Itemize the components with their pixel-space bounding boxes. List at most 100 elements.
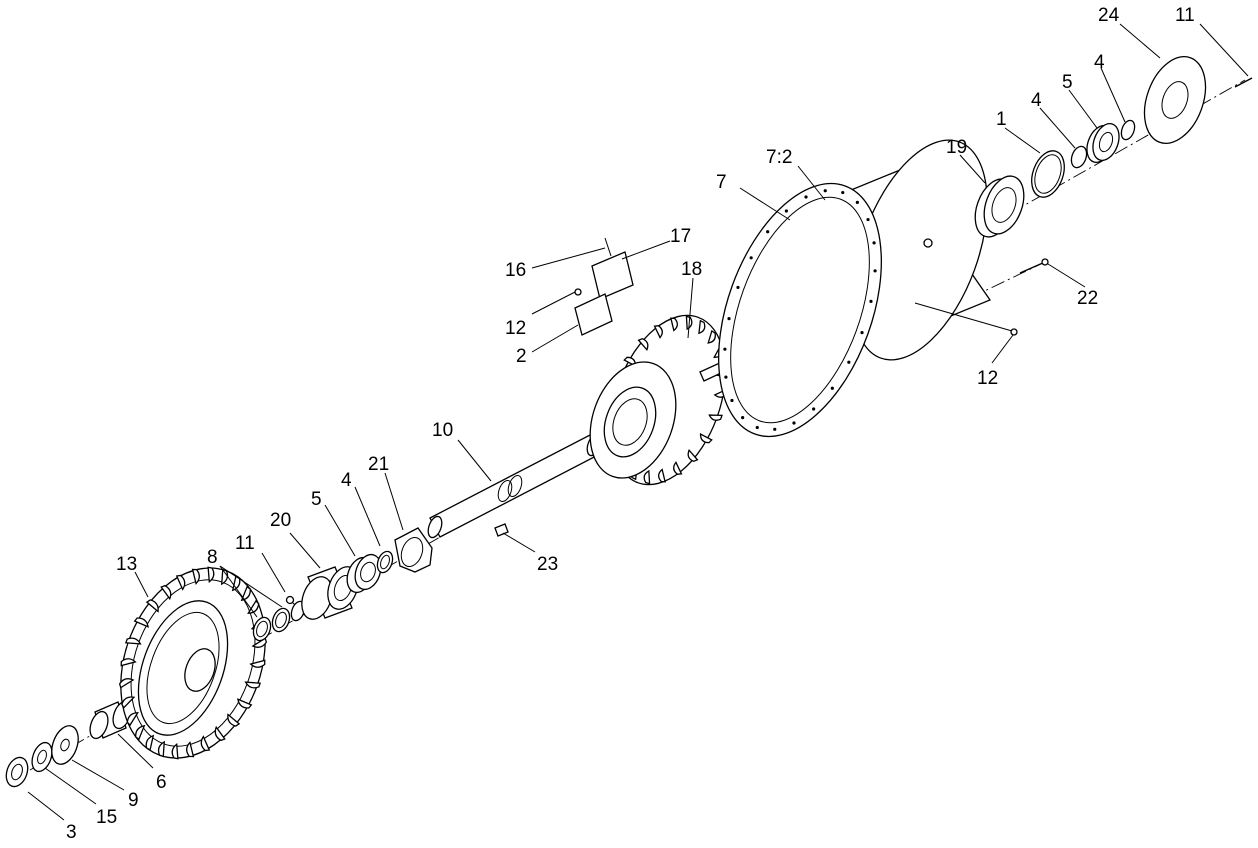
bolt-hole bbox=[730, 398, 734, 403]
blade bbox=[120, 658, 137, 667]
blade bbox=[673, 461, 683, 475]
bolt-hole bbox=[872, 241, 876, 245]
part-5-bearing-rear bbox=[1086, 123, 1120, 163]
blade bbox=[175, 574, 186, 591]
bolt-hole bbox=[749, 256, 753, 260]
bolt-hole bbox=[804, 195, 808, 199]
blade bbox=[707, 329, 716, 344]
part-5-bearing-front bbox=[346, 553, 382, 594]
part-13-fan-wheel bbox=[118, 566, 268, 760]
callout-23: 23 bbox=[537, 554, 558, 575]
blade bbox=[171, 742, 179, 760]
part-21-retaining-plate bbox=[394, 527, 433, 573]
part-24-end-plate bbox=[1143, 55, 1207, 145]
blade bbox=[160, 584, 172, 601]
blade bbox=[200, 735, 211, 752]
bolt-hole bbox=[830, 386, 834, 390]
callout-1: 1 bbox=[996, 109, 1007, 130]
bolt-hole bbox=[855, 200, 859, 204]
part-2-plate bbox=[574, 293, 613, 336]
bolt-hole bbox=[766, 230, 770, 234]
part-10-shaft bbox=[427, 433, 602, 539]
blade bbox=[244, 681, 262, 689]
bolt-hole bbox=[841, 190, 845, 195]
part-23-key bbox=[494, 523, 509, 537]
part-15-washer bbox=[31, 741, 53, 773]
blade bbox=[118, 678, 135, 689]
blade bbox=[653, 325, 663, 339]
bolt-hole bbox=[741, 416, 745, 420]
bolt-hole bbox=[869, 299, 873, 304]
callout-6: 6 bbox=[156, 772, 167, 793]
bolt-hole bbox=[724, 375, 728, 379]
bolt-hole bbox=[847, 360, 851, 364]
part-12-screw-right bbox=[914, 302, 1018, 336]
callout-18: 18 bbox=[681, 259, 702, 280]
bolt-hole bbox=[736, 285, 740, 290]
blade bbox=[135, 724, 146, 741]
callout-15: 15 bbox=[96, 807, 117, 828]
callout-7-2: 7:2 bbox=[766, 147, 792, 168]
blade bbox=[237, 698, 253, 709]
bolt-hole bbox=[823, 189, 827, 193]
callout-19: 19 bbox=[946, 137, 967, 158]
part-4-snap-ring-rear bbox=[1120, 119, 1136, 141]
blade bbox=[699, 432, 713, 444]
blade bbox=[133, 617, 149, 628]
blade bbox=[251, 637, 268, 648]
leader-lines bbox=[27, 23, 1249, 821]
blade bbox=[698, 319, 706, 335]
callout-11-rear: 11 bbox=[1175, 5, 1195, 26]
blade bbox=[637, 337, 649, 351]
bolt-hole bbox=[727, 316, 731, 321]
blade bbox=[687, 449, 699, 463]
blade bbox=[157, 740, 166, 758]
blade bbox=[249, 659, 266, 668]
callout-4-rear: 4 bbox=[1094, 52, 1105, 73]
callout-2: 2 bbox=[516, 346, 527, 367]
blade bbox=[643, 469, 651, 485]
callout-13: 13 bbox=[116, 554, 137, 575]
bolt-hole bbox=[755, 425, 759, 430]
callout-3: 3 bbox=[66, 822, 77, 843]
bolt-hole bbox=[812, 407, 816, 411]
blade bbox=[126, 712, 139, 727]
blade bbox=[227, 713, 241, 727]
blade bbox=[670, 317, 678, 332]
callout-9: 9 bbox=[128, 790, 139, 811]
blade bbox=[708, 414, 723, 421]
callout-5-rear: 5 bbox=[1062, 72, 1073, 93]
blade bbox=[214, 725, 226, 742]
callout-10: 10 bbox=[432, 420, 453, 441]
callout-4-front: 4 bbox=[341, 470, 352, 491]
part-22-pin bbox=[1019, 258, 1049, 274]
callout-5-front: 5 bbox=[311, 489, 322, 510]
part-18-impeller bbox=[589, 314, 739, 486]
callout-8: 8 bbox=[207, 547, 218, 568]
callout-4-mid: 4 bbox=[1031, 90, 1042, 111]
callout-12-top: 12 bbox=[505, 318, 526, 339]
blade bbox=[658, 468, 666, 483]
bolt-hole bbox=[866, 217, 870, 222]
blade bbox=[124, 637, 142, 645]
callout-20: 20 bbox=[270, 510, 291, 531]
blade bbox=[121, 696, 136, 709]
part-7-housing bbox=[718, 139, 991, 438]
part-8-rings bbox=[252, 607, 291, 642]
bolt-hole bbox=[773, 427, 777, 431]
bolt-hole bbox=[873, 269, 877, 273]
blade bbox=[145, 734, 155, 751]
callout-11-front: 11 bbox=[235, 533, 255, 554]
part-4-snap-ring-front bbox=[376, 550, 394, 574]
part-19-seal bbox=[974, 175, 1025, 238]
callout-21: 21 bbox=[368, 454, 389, 475]
blade bbox=[207, 566, 215, 584]
callout-24: 24 bbox=[1098, 5, 1120, 26]
bolt-hole bbox=[723, 347, 727, 351]
bolt-hole bbox=[860, 330, 864, 335]
part-12-screw-top bbox=[574, 288, 582, 296]
part-4-ring-rear bbox=[1070, 145, 1088, 169]
blade bbox=[191, 568, 200, 585]
callout-7: 7 bbox=[716, 172, 727, 193]
